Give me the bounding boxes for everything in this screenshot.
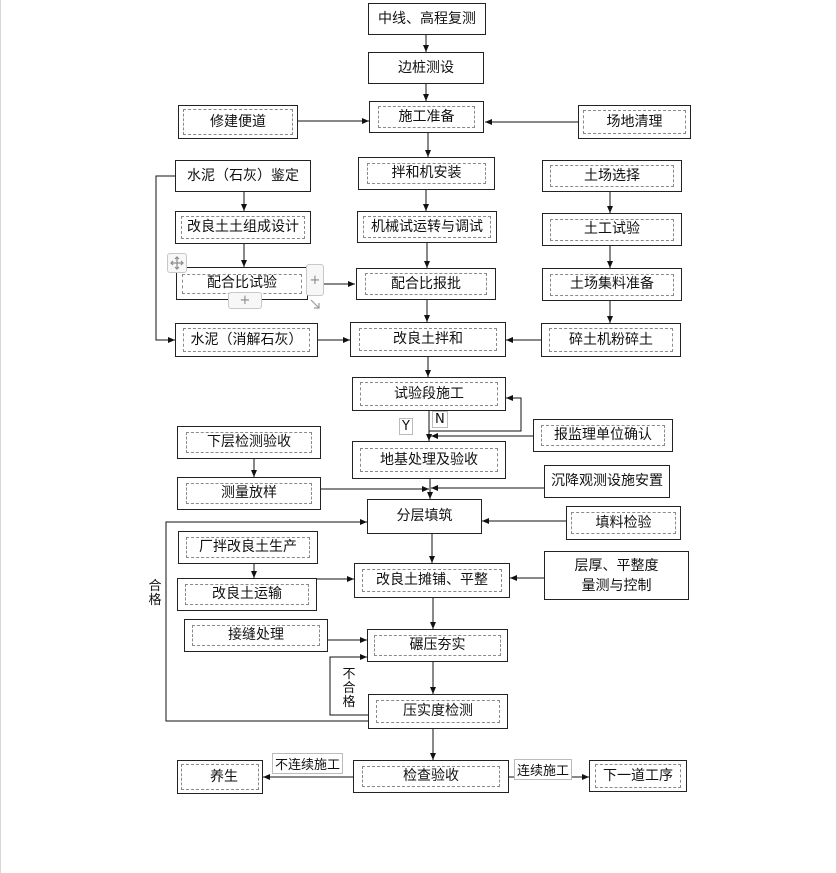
node-label: 土场集料准备 xyxy=(550,273,674,296)
node-label: 水泥（石灰）鉴定 xyxy=(187,167,299,184)
add-right-handle[interactable]: + xyxy=(306,264,324,296)
node-lower-layer-check: 下层检测验收 xyxy=(177,426,321,459)
node-label: 地基处理及验收 xyxy=(360,448,498,472)
node-mixer-install: 拌和机安装 xyxy=(358,157,495,190)
node-label: 报监理单位确认 xyxy=(541,425,665,446)
node-label: 改良土拌和 xyxy=(359,328,497,351)
move-icon xyxy=(170,256,184,270)
add-below-handle[interactable]: + xyxy=(228,292,262,309)
node-cement-lime: 水泥（消解石灰） xyxy=(175,323,318,357)
node-label: 土场选择 xyxy=(550,165,674,187)
node-label: 土工试验 xyxy=(550,218,674,241)
node-label: 检查验收 xyxy=(362,766,500,787)
node-edge-stake: 边桩测设 xyxy=(368,52,484,84)
node-plant-production: 厂拌改良土生产 xyxy=(178,531,318,564)
node-roll-compact: 碾压夯实 xyxy=(367,629,508,662)
node-soil-transport: 改良土运输 xyxy=(177,578,317,611)
node-cement-test: 水泥（石灰）鉴定 xyxy=(175,160,311,192)
node-label: 机械试运转与调试 xyxy=(363,216,491,238)
node-label: 沉降观测设施安置 xyxy=(551,473,663,489)
node-soil-test: 土工试验 xyxy=(542,213,682,246)
resize-icon xyxy=(310,299,320,309)
label-continuous: 连续施工 xyxy=(514,759,573,780)
node-label: 中线、高程复测 xyxy=(378,10,476,27)
node-label: 下层检测验收 xyxy=(186,432,312,453)
node-centerline-survey: 中线、高程复测 xyxy=(368,3,486,35)
label-fail: 不合格 xyxy=(341,667,357,710)
plus-icon: + xyxy=(309,272,321,288)
node-label: 分层填筑 xyxy=(396,508,453,524)
move-handle[interactable] xyxy=(167,253,187,273)
node-curing: 养生 xyxy=(177,760,263,794)
node-survey-layout: 测量放样 xyxy=(177,477,321,510)
node-inspection: 检查验收 xyxy=(353,760,509,793)
node-label: 厂拌改良土生产 xyxy=(186,537,310,558)
node-construction-prep: 施工准备 xyxy=(369,101,484,133)
node-next-process: 下一道工序 xyxy=(589,760,687,792)
node-supervisor-confirm: 报监理单位确认 xyxy=(533,419,673,452)
node-foundation-treatment: 地基处理及验收 xyxy=(352,441,506,479)
node-label: 下一道工序 xyxy=(595,764,681,788)
node-crusher: 碎土机粉碎土 xyxy=(541,323,681,357)
label-no: N xyxy=(432,411,448,428)
node-spread-level: 改良土摊铺、平整 xyxy=(354,563,510,598)
node-label: 改良土摊铺、平整 xyxy=(362,569,502,592)
node-proportion-approval: 配合比报批 xyxy=(356,268,496,300)
node-label: 养生 xyxy=(181,764,259,790)
node-label: 配合比报批 xyxy=(365,273,487,295)
node-fill-check: 填料检验 xyxy=(566,506,681,540)
node-label: 压实度检测 xyxy=(376,700,500,723)
node-label: 接缝处理 xyxy=(192,625,320,646)
node-label: 修建便道 xyxy=(183,109,293,135)
node-label: 填料检验 xyxy=(571,512,676,534)
label-yes: Y xyxy=(399,418,413,435)
node-label: 改良土土组成设计 xyxy=(181,216,305,239)
node-label: 施工准备 xyxy=(378,106,475,128)
node-compaction-test: 压实度检测 xyxy=(368,694,508,729)
label-discontinuous: 不连续施工 xyxy=(272,753,344,774)
node-trial-section: 试验段施工 xyxy=(352,377,506,411)
node-label: 改良土运输 xyxy=(185,584,309,605)
node-machine-trial: 机械试运转与调试 xyxy=(357,211,497,243)
node-label: 配合比试验 xyxy=(182,273,302,294)
node-label: 水泥（消解石灰） xyxy=(183,328,310,352)
node-soil-mixing: 改良土拌和 xyxy=(350,322,506,357)
node-label: 碾压夯实 xyxy=(374,635,501,656)
node-borrow-select: 土场选择 xyxy=(542,160,682,192)
node-settlement-setup: 沉降观测设施安置 xyxy=(544,465,670,498)
page-edge-left xyxy=(0,0,1,873)
node-thickness-control: 层厚、平整度量测与控制 xyxy=(544,551,689,600)
node-borrow-material: 土场集料准备 xyxy=(542,268,682,301)
node-proportion-test[interactable]: 配合比试验 xyxy=(176,267,308,300)
node-site-clearing: 场地清理 xyxy=(578,105,691,139)
node-mix-design: 改良土土组成设计 xyxy=(175,211,311,244)
node-label: 场地清理 xyxy=(583,110,686,134)
node-label: 边桩测设 xyxy=(398,59,454,76)
node-label: 层厚、平整度量测与控制 xyxy=(574,557,659,594)
node-label: 试验段施工 xyxy=(360,382,498,406)
node-label: 测量放样 xyxy=(186,483,312,504)
plus-icon: + xyxy=(239,293,251,308)
node-label: 拌和机安装 xyxy=(367,163,486,184)
node-layered-fill: 分层填筑 xyxy=(367,499,482,534)
node-access-road: 修建便道 xyxy=(178,105,298,139)
node-label: 碎土机粉碎土 xyxy=(549,328,673,352)
label-pass: 合格 xyxy=(147,579,163,608)
node-joint-treatment: 接缝处理 xyxy=(184,619,328,652)
resize-handle[interactable] xyxy=(307,297,322,311)
